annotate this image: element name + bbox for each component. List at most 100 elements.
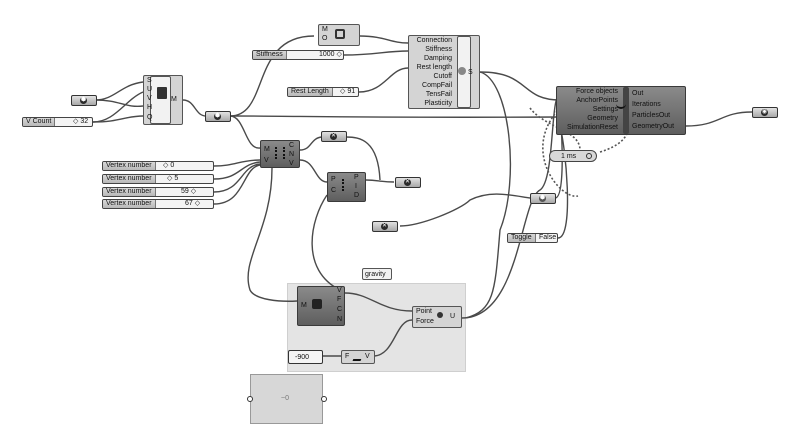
cross-node-top[interactable]: ✕ [321, 131, 347, 142]
springs-input-label: Rest length [416, 64, 452, 71]
cross-icon: ✕ [381, 223, 388, 230]
mo-component[interactable] [318, 24, 360, 46]
kangaroo-icon [616, 101, 626, 109]
unary-out-u: U [450, 313, 456, 320]
deconstruct-out-c: C [289, 142, 295, 149]
scatter-icon [342, 179, 352, 191]
slider-vertex-3[interactable]: Vertex number 59 ◇ [102, 187, 214, 197]
expression-out-v: V [365, 353, 370, 360]
mesh-input-node[interactable]: ⬢ [71, 95, 97, 106]
slider-vertex-2[interactable]: Vertex number ◇ 5 [102, 174, 214, 184]
mesh-component[interactable] [143, 75, 183, 125]
unary-force-component[interactable] [412, 306, 462, 328]
mesh-in-h: H [147, 104, 153, 111]
deconstruct-component[interactable] [260, 140, 300, 168]
mesh-component-core [150, 76, 171, 124]
expression-in-f: F [345, 353, 350, 360]
pid-out-d: D [354, 192, 360, 199]
pid-in-p: P [331, 176, 336, 183]
cross-icon: ✕ [330, 133, 337, 140]
pid-out-p: P [354, 174, 359, 181]
timer-node[interactable]: 1 ms [549, 150, 597, 162]
unary-in-force: Force [416, 318, 434, 325]
geometry-out-node[interactable]: ◉ [752, 107, 778, 118]
springs-input-label: Damping [423, 55, 452, 62]
toggle-value: False [539, 234, 557, 241]
cross-node-left[interactable]: ✕ [372, 221, 398, 232]
springs-out-s: S [468, 69, 473, 76]
pin-icon [437, 312, 443, 318]
hexagon-icon: ⬢ [214, 113, 221, 120]
pid-in-c: C [331, 187, 337, 194]
mesh-out-m: M [171, 96, 177, 103]
vfcn-in-m: M [301, 302, 307, 309]
pid-component[interactable] [327, 172, 366, 202]
hex-node-right[interactable]: ⬢ [530, 193, 556, 204]
timer-icon [586, 153, 592, 159]
fx-icon [352, 353, 364, 361]
kangaroo-output-label: ParticlesOut [632, 112, 671, 119]
kangaroo-component[interactable] [556, 86, 686, 135]
swap-icon [335, 29, 345, 39]
hexagon-icon: ⬢ [80, 97, 87, 104]
unary-in-point: Point [416, 308, 432, 315]
deconstruct-out-v: V [289, 160, 294, 167]
mesh-in-v: V [147, 95, 152, 102]
slider-vertex-4[interactable]: Vertex number 67 ◇ [102, 199, 214, 209]
number-input-negative[interactable]: -900 [288, 350, 323, 364]
slider-value: ◇ 0 [163, 162, 175, 169]
group-label-text: gravity [365, 271, 386, 278]
kangaroo-output-label: Out [632, 90, 644, 97]
springs-input-label: Plasticity [424, 100, 452, 107]
kangaroo-input-label: Settings [592, 106, 618, 113]
panel-value: ~0 [281, 395, 289, 402]
boolean-toggle[interactable]: Toggle False [507, 233, 558, 243]
circle-icon: ◉ [761, 109, 768, 116]
slider-label: Rest Length [288, 88, 333, 96]
panel-input-grip[interactable] [247, 396, 253, 402]
slider-label: Vertex number [103, 200, 156, 208]
slider-value: 59 ◇ [181, 188, 197, 195]
mo-top-m: M [322, 26, 328, 33]
pid-out-i: I [355, 183, 357, 190]
springs-input-label: Stiffness [425, 46, 452, 53]
springs-input-label: Cutoff [433, 73, 452, 80]
mesh-icon [157, 87, 167, 99]
springs-icon [458, 67, 466, 75]
mo-bottom-o: O [322, 35, 328, 42]
springs-input-label: Connection [416, 37, 452, 44]
kangaroo-output-label: GeometryOut [632, 123, 675, 130]
kangaroo-input-label: Geometry [587, 115, 618, 122]
grid-dots-icon [275, 147, 285, 159]
toggle-label: Toggle [508, 234, 536, 242]
slider-value: ◇ 32 [73, 118, 89, 125]
slider-v-count[interactable]: V Count ◇ 32 [22, 117, 93, 127]
panel-output-grip[interactable] [321, 396, 327, 402]
number-value: -900 [295, 354, 310, 361]
group-label: gravity [362, 268, 392, 280]
slider-label: Vertex number [103, 175, 156, 183]
slider-label: Vertex number [103, 188, 156, 196]
vfcn-out-f: F [337, 296, 342, 303]
slider-vertex-1[interactable]: Vertex number ◇ 0 [102, 161, 214, 171]
deconstruct-in-v: V [264, 157, 269, 164]
hexagon-icon: ⬢ [539, 195, 546, 202]
hex-node-mesh-out[interactable]: ⬢ [205, 111, 231, 122]
cross-icon: ✕ [404, 179, 411, 186]
slider-label: V Count [23, 118, 56, 126]
slider-rest-length[interactable]: Rest Length ◇ 91 [287, 87, 359, 97]
expression-component[interactable] [341, 350, 375, 364]
kangaroo-input-label: AnchorPoints [576, 97, 618, 104]
mesh-vfcn-component[interactable] [297, 286, 345, 326]
slider-stiffness[interactable]: Stiffness 1000 ◇ [252, 50, 344, 60]
hand-mesh-icon [312, 299, 322, 309]
output-panel[interactable]: ~0 [250, 374, 323, 424]
cross-node-pid[interactable]: ✕ [395, 177, 421, 188]
vfcn-out-n: N [337, 316, 343, 323]
springs-component[interactable] [408, 35, 480, 109]
deconstruct-out-n: N [289, 151, 295, 158]
slider-label: Stiffness [253, 51, 287, 59]
mesh-in-u: U [147, 86, 153, 93]
